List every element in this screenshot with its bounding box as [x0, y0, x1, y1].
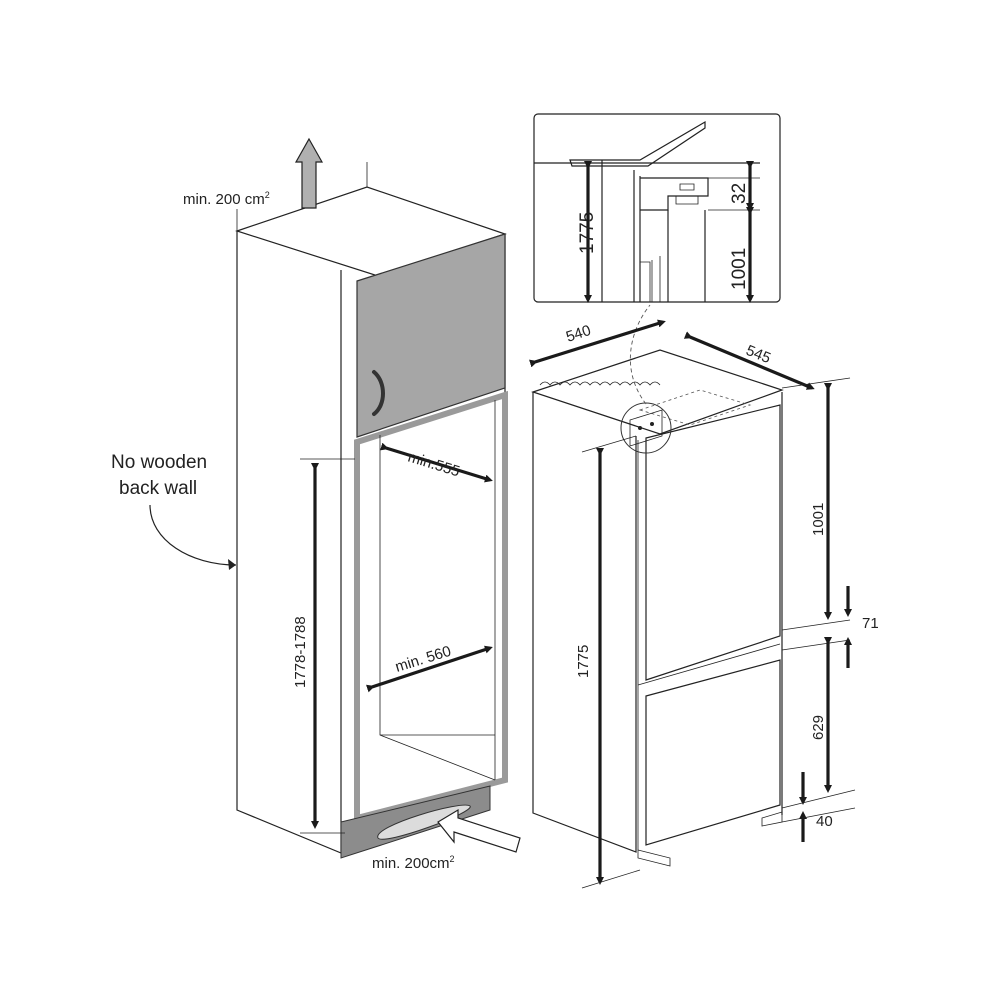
appliance-width-label: 540 — [564, 322, 593, 346]
bottom-gap-label: 40 — [816, 813, 833, 830]
top-vent-label: min. 200 cm2 — [183, 190, 270, 208]
plinth-vent — [377, 804, 471, 840]
appliance-depth-label: 545 — [744, 342, 774, 367]
detail-upper-label: 1001 — [729, 248, 750, 290]
middle-gap-label: 71 — [862, 615, 879, 632]
appliance-height-label: 1775 — [575, 645, 592, 678]
detail-inset — [533, 113, 781, 303]
back-wall-label-2: back wall — [119, 478, 197, 499]
cabinet-drawing — [149, 137, 521, 859]
lower-door — [645, 659, 781, 846]
upper-door — [645, 404, 781, 681]
upper-section-label: 1001 — [810, 503, 827, 536]
upper-cabinet-door — [356, 233, 506, 438]
bottom-vent-label: min. 200cm2 — [372, 854, 455, 872]
back-wall-label-1: No wooden — [111, 452, 207, 473]
door-handle-icon — [372, 370, 385, 416]
airflow-in-arrow-icon — [437, 808, 521, 853]
appliance-drawing — [529, 304, 856, 889]
niche-depth-label: min.555 — [406, 449, 462, 481]
detail-top-label: 32 — [729, 183, 750, 204]
airflow-up-arrow-icon — [294, 137, 324, 209]
detail-height-label: 1775 — [577, 212, 598, 254]
lower-section-label: 629 — [810, 715, 827, 740]
niche-height-label: 1778-1788 — [292, 616, 309, 688]
